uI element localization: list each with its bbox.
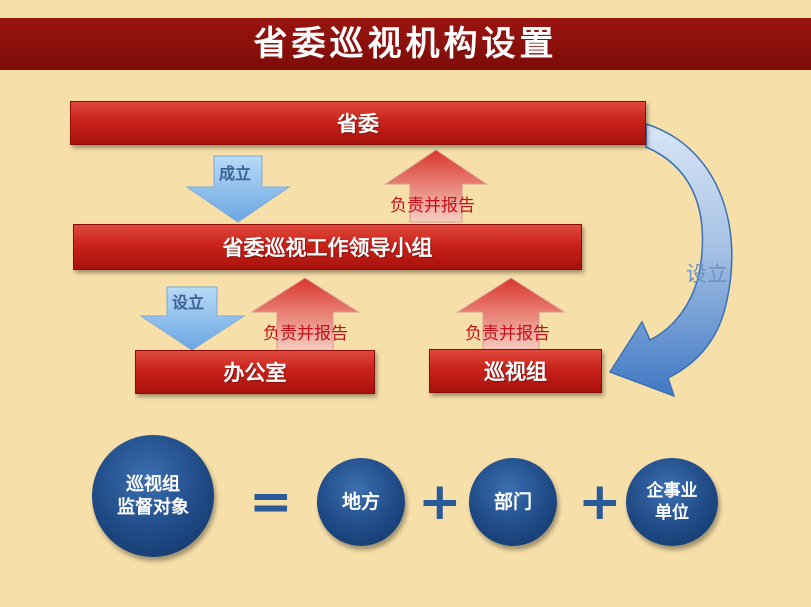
circle-left-line1: 巡视组 [126, 473, 180, 495]
circle-local-label: 地方 [341, 490, 380, 513]
circle-enterprise-line1: 企事业 [646, 480, 698, 501]
circle-left-line2: 监督对象 [117, 497, 189, 518]
box-inspection-team: 巡视组 [429, 349, 602, 393]
plus-sign-2: + [578, 472, 622, 532]
establish-down-arrow [185, 155, 291, 223]
setup-down-arrow [139, 286, 246, 351]
circle-department-label: 部门 [493, 490, 532, 513]
circle-department: 部门 [469, 458, 557, 546]
plus-sign-1: + [418, 472, 462, 532]
box-provincial-committee: 省委 [70, 101, 646, 145]
equals-sign: = [249, 472, 293, 532]
label-setup-small: 设立 [172, 293, 205, 312]
circle-supervised-objects: 巡视组 监督对象 [92, 435, 214, 557]
label-report-team: 负责并报告 [465, 324, 550, 344]
setup-curved-arrow [608, 122, 733, 398]
circle-local: 地方 [317, 458, 405, 546]
label-setup-curve: 设立 [686, 262, 728, 286]
circle-enterprise: 企事业 单位 [626, 458, 718, 546]
label-report-top: 负责并报告 [390, 196, 475, 216]
label-establish: 成立 [219, 164, 252, 183]
box-leading-group: 省委巡视工作领导小组 [73, 224, 582, 270]
label-report-office: 负责并报告 [263, 324, 348, 344]
report-up-arrow-top [384, 149, 488, 223]
page-title: 省委巡视机构设置 [0, 18, 811, 70]
circle-enterprise-line2: 单位 [655, 503, 689, 523]
box-office: 办公室 [135, 350, 375, 394]
